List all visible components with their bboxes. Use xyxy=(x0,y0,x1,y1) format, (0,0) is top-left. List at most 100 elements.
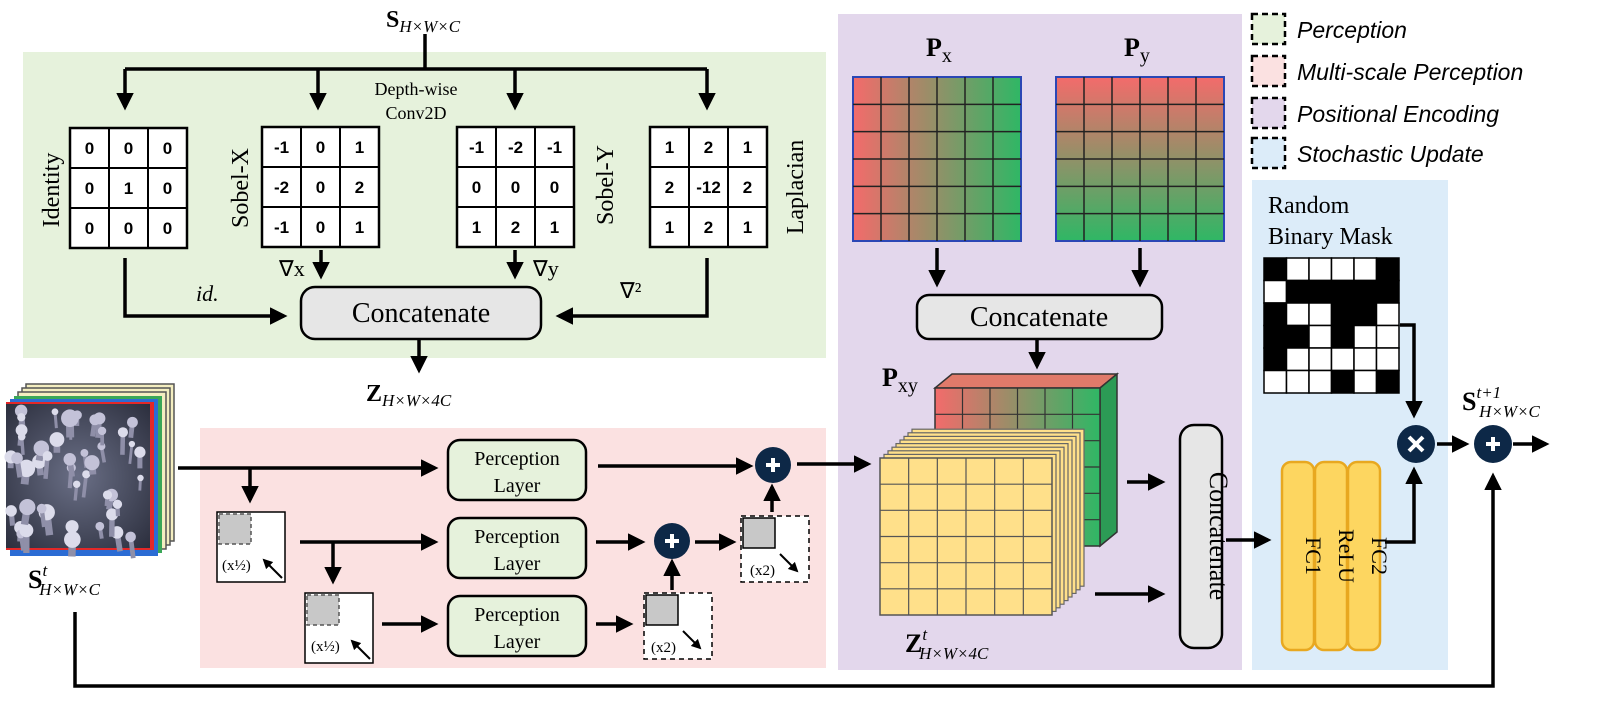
input-state-stack xyxy=(4,384,174,558)
kernel-cell: 1 xyxy=(665,218,674,237)
kernel-cell: 0 xyxy=(550,178,559,197)
legend-swatch-multiscale xyxy=(1252,56,1285,86)
kernel-cell: 0 xyxy=(163,219,172,238)
legend-swatch-stochastic xyxy=(1252,138,1285,168)
mask-label-line1: Random xyxy=(1268,193,1350,219)
mask-cell xyxy=(1264,326,1287,349)
mask-cell xyxy=(1354,371,1377,394)
legend-label-positional: Positional Encoding xyxy=(1297,101,1499,127)
mask-label-line2: Binary Mask xyxy=(1268,224,1393,250)
kernel-name-sobel-x: Sobel-X xyxy=(228,148,254,228)
mask-cell xyxy=(1309,303,1332,326)
mask-cell xyxy=(1264,371,1287,394)
downsample-label-1: (x½) xyxy=(222,558,251,574)
kernel-cell: 1 xyxy=(355,218,364,237)
kernel-cell: 0 xyxy=(163,139,172,158)
relu-label: ReLU xyxy=(1334,529,1359,583)
mask-cell xyxy=(1377,303,1400,326)
downsample-box-1: (x½) xyxy=(217,512,285,582)
op-label-grad-x: ∇x xyxy=(278,256,305,281)
kernel-cell: 1 xyxy=(743,138,752,157)
mask-cell xyxy=(1264,258,1287,281)
kernel-cell: -1 xyxy=(547,138,562,157)
kernel-cell: 1 xyxy=(355,138,364,157)
mask-cell xyxy=(1377,326,1400,349)
kernel-cell: 1 xyxy=(124,179,133,198)
mlp-block: FC1 ReLU FC2 xyxy=(1282,462,1392,650)
mask-cell xyxy=(1354,281,1377,304)
perception-concat-label: Concatenate xyxy=(352,298,490,329)
perception-layer-3: Perception Layer xyxy=(448,596,586,656)
mask-cell xyxy=(1287,348,1310,371)
svg-text:Perception: Perception xyxy=(474,526,560,548)
kernel-cell: -1 xyxy=(469,138,484,157)
mask-cell xyxy=(1332,281,1355,304)
kernel-cell: 1 xyxy=(550,218,559,237)
mask-cell xyxy=(1377,348,1400,371)
conv-label-line1: Depth-wise xyxy=(375,79,458,99)
mask-cell xyxy=(1309,326,1332,349)
perception-layer-2: Perception Layer xyxy=(448,518,586,578)
kernel-name-laplacian: Laplacian xyxy=(783,140,809,235)
mask-cell xyxy=(1287,258,1310,281)
mask-cell xyxy=(1354,348,1377,371)
kernel-cell: 1 xyxy=(665,138,674,157)
kernel-cell: 1 xyxy=(743,218,752,237)
kernel-cell: 0 xyxy=(124,219,133,238)
kernel-cell: -2 xyxy=(508,138,523,157)
kernel-cell: 0 xyxy=(163,179,172,198)
mask-cell xyxy=(1354,326,1377,349)
legend: Perception Multi-scale Perception Positi… xyxy=(1252,14,1523,168)
add-icon-upper xyxy=(755,447,791,483)
kernel-cell: 2 xyxy=(704,138,713,157)
kernel-cell: 2 xyxy=(665,178,674,197)
mask-cell xyxy=(1287,281,1310,304)
kernel-cell: 0 xyxy=(85,219,94,238)
kernel-cell: 0 xyxy=(85,179,94,198)
legend-label-multiscale: Multi-scale Perception xyxy=(1297,59,1523,85)
mask-cell xyxy=(1332,258,1355,281)
kernel-cell: 0 xyxy=(316,178,325,197)
perception-output-label: ZH×W×4C xyxy=(366,381,452,410)
z-cube xyxy=(880,429,1084,615)
perception-layer-1: Perception Layer xyxy=(448,440,586,500)
multiply-icon xyxy=(1397,425,1435,463)
kernel-cell: -2 xyxy=(274,178,289,197)
mask-cell xyxy=(1354,258,1377,281)
positional-concat-label: Concatenate xyxy=(970,302,1108,333)
upsample-box-1: (x2) xyxy=(644,593,712,659)
svg-text:Layer: Layer xyxy=(494,553,541,575)
kernel-cell: 0 xyxy=(85,139,94,158)
mask-cell xyxy=(1309,371,1332,394)
kernel-cell: 2 xyxy=(704,218,713,237)
mask-cell xyxy=(1332,348,1355,371)
mask-cell xyxy=(1332,326,1355,349)
upsample-box-2: (x2) xyxy=(741,516,809,582)
mask-cell xyxy=(1332,303,1355,326)
mask-cell xyxy=(1287,303,1310,326)
op-label-laplace: ∇² xyxy=(619,278,642,303)
kernel-identity: 0 0 0 0 1 0 0 0 0 xyxy=(70,128,187,248)
mask-cell xyxy=(1264,303,1287,326)
op-label-identity: id. xyxy=(196,281,219,306)
state-input-label: SH×W×C xyxy=(386,7,461,36)
mask-cell xyxy=(1287,326,1310,349)
downsample-label-2: (x½) xyxy=(311,639,340,655)
random-binary-mask xyxy=(1264,258,1399,393)
legend-label-stochastic: Stochastic Update xyxy=(1297,141,1484,167)
mask-cell xyxy=(1309,348,1332,371)
svg-text:Layer: Layer xyxy=(494,475,541,497)
kernel-name-identity: Identity xyxy=(39,153,65,228)
upsample-label-1: (x2) xyxy=(651,640,676,656)
mask-cell xyxy=(1287,371,1310,394)
kernel-cell: 0 xyxy=(124,139,133,158)
fc2-label: FC2 xyxy=(1367,537,1392,575)
kernel-cell: 2 xyxy=(743,178,752,197)
op-label-grad-y: ∇y xyxy=(532,256,559,281)
mask-cell xyxy=(1264,281,1287,304)
fc1-label: FC1 xyxy=(1301,537,1326,575)
